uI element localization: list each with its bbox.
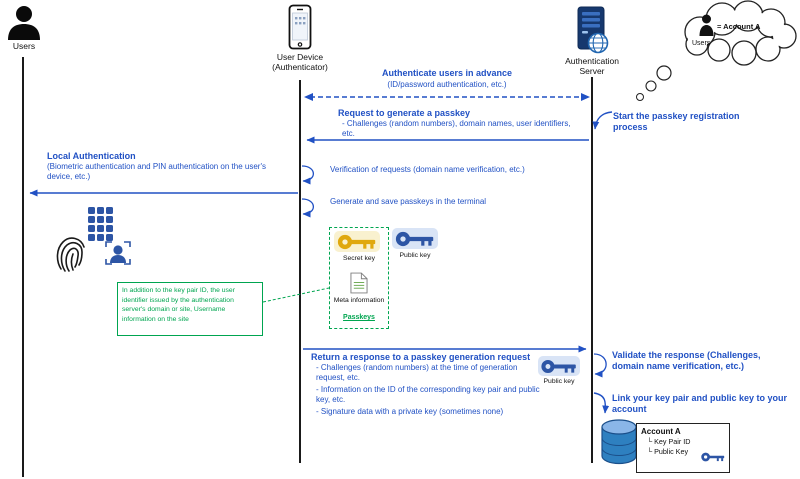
local-auth-detail: (Biometric authentication and PIN authen… [47, 162, 266, 182]
passkeys-label: Passkeys [343, 314, 375, 321]
return-response-title: Return a response to a passkey generatio… [311, 352, 531, 362]
server-label-line2: Server [579, 66, 605, 77]
pin-keypad-icon [88, 207, 114, 248]
link-account-arrow [593, 392, 610, 414]
server-label-line1: Authentication [565, 56, 619, 66]
start-registration-arrow [592, 111, 613, 130]
verify-request-text: Verification of requests (domain name ve… [330, 165, 525, 174]
generate-save-loop [301, 198, 315, 218]
account-key-icon [701, 449, 725, 467]
thought-account-text: = Account A [717, 22, 761, 31]
meta-information-label: Meta information [333, 297, 385, 304]
users-label: Users [12, 41, 36, 51]
request-passkey-title: Request to generate a passkey [338, 108, 471, 118]
secret-key-label: Secret key [342, 255, 376, 262]
validate-response-text: Validate the response (Challenges, domai… [612, 350, 761, 371]
public-key-label: Public key [399, 252, 431, 259]
account-box: Account A └ Key Pair ID └ Public Key [636, 423, 730, 473]
response-public-key-label: Public key [543, 378, 575, 385]
request-passkey-detail: - Challenges (random numbers), domain na… [342, 119, 571, 139]
return-response-detail1: - Challenges (random numbers) at the tim… [316, 363, 518, 383]
return-response-detail2: - Information on the ID of the correspon… [316, 385, 540, 405]
start-registration-text: Start the passkey registration process [613, 111, 740, 132]
account-key-pair-id: └ Key Pair ID [647, 437, 691, 446]
generate-save-text: Generate and save passkeys in the termin… [330, 197, 487, 206]
face-id-icon [103, 238, 133, 273]
device-label-line2: (Authenticator) [272, 62, 328, 73]
verify-request-loop [301, 165, 315, 185]
link-account-text: Link your key pair and public key to you… [612, 393, 788, 414]
thought-cloud [636, 0, 797, 101]
auth-in-advance-arrow [304, 93, 590, 101]
account-title: Account A [641, 427, 681, 436]
device-label: User Device (Authenticator) [252, 52, 348, 72]
validate-response-loop [593, 353, 607, 378]
key-pair-note: In addition to the key pair ID, the user… [117, 282, 263, 336]
server-label: Authentication Server [548, 56, 636, 76]
public-key-icon [392, 228, 438, 249]
return-response-detail3: - Signature data with a private key (som… [316, 407, 504, 416]
account-public-key: └ Public Key [647, 447, 689, 457]
server-icon [573, 6, 611, 59]
database-icon [599, 418, 639, 471]
fingerprint-icon [54, 231, 88, 280]
response-public-key-icon [538, 356, 580, 376]
auth-in-advance-detail: (ID/password authentication, etc.) [387, 80, 507, 89]
thought-user-icon [699, 14, 714, 42]
secret-key-icon [334, 231, 380, 252]
device-label-line1: User Device [276, 52, 324, 62]
local-auth-title: Local Authentication [47, 151, 136, 161]
phone-icon [288, 4, 312, 55]
thought-users-label: Users [692, 40, 711, 47]
note-connector [262, 287, 330, 303]
auth-in-advance-title: Authenticate users in advance [381, 68, 513, 78]
meta-information-icon [350, 272, 368, 299]
users-icon [5, 5, 43, 45]
